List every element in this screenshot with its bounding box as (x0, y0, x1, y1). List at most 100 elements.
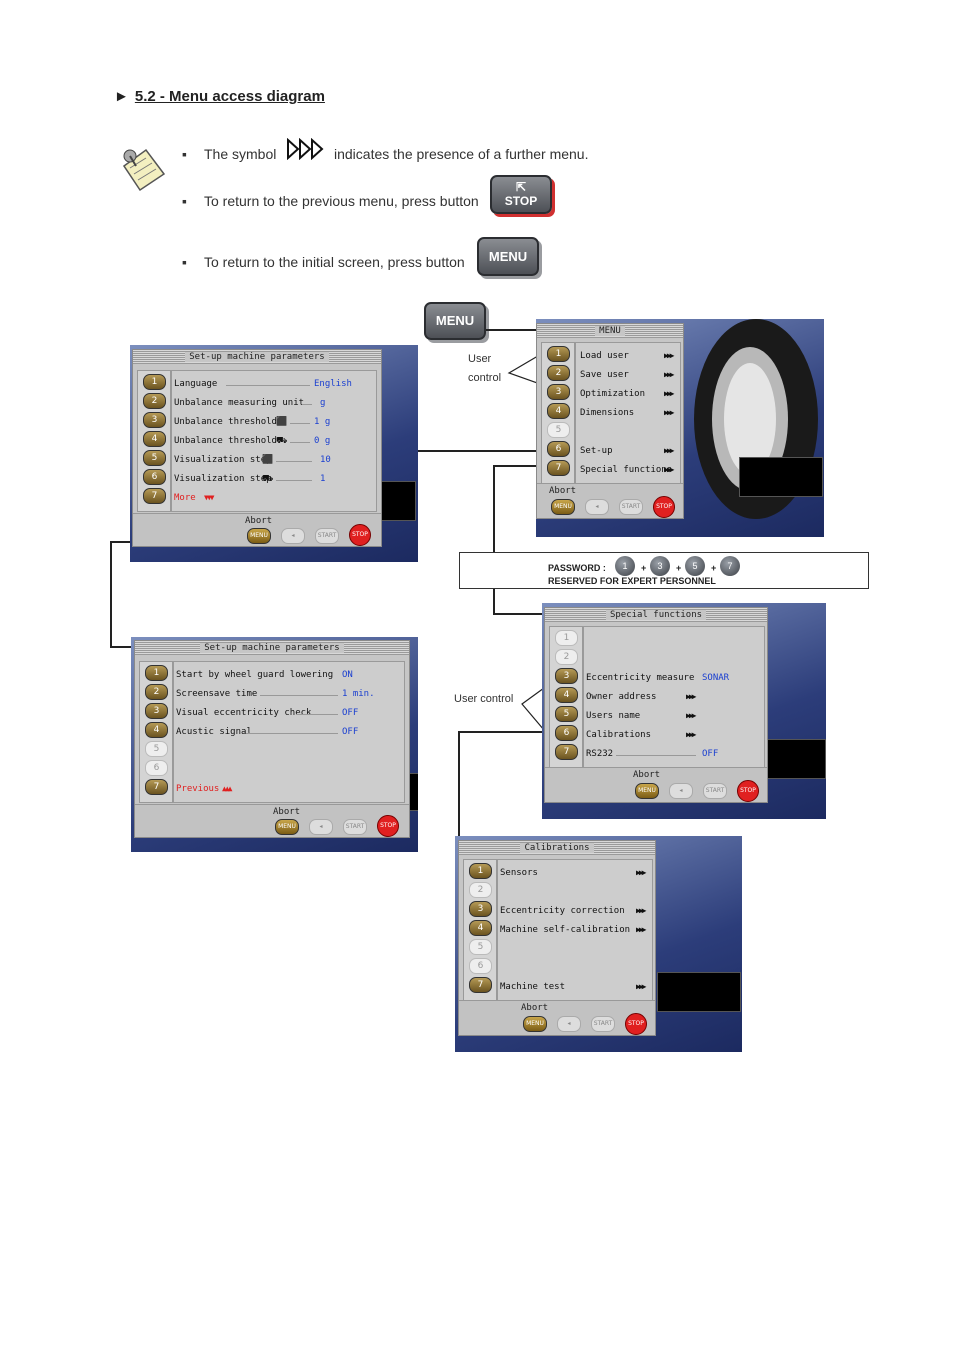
number-key[interactable]: 6 (555, 725, 578, 741)
arrow-key[interactable]: ◂ (557, 1016, 581, 1032)
special-users-name[interactable]: Users name▶▶▶ (586, 711, 697, 721)
number-key[interactable]: 4 (143, 431, 166, 447)
calib-machine-test[interactable]: Machine test▶▶▶ (500, 982, 647, 992)
panel-title: MENU (537, 324, 683, 338)
stop-key[interactable]: STOP (653, 496, 675, 518)
stop-key[interactable]: STOP (349, 524, 371, 546)
setting-visualization-step-1[interactable]: Visualization step⬛10 (174, 455, 331, 465)
number-key[interactable]: 3 (555, 668, 578, 684)
setting-visualization-step-2[interactable]: Visualization step⛟1 (174, 474, 326, 484)
setting-unbalance-threshold-2[interactable]: Unbalance threshold⛟0 g (174, 436, 331, 446)
number-column: 1 2 3 4 5 6 7 (541, 342, 575, 484)
number-key[interactable]: 1 (469, 863, 492, 879)
number-column: 1 2 3 4 5 6 7 (139, 661, 173, 803)
special-calibrations[interactable]: Calibrations▶▶▶ (586, 730, 697, 740)
number-key[interactable]: 1 (143, 374, 166, 390)
stop-key[interactable]: STOP (625, 1013, 647, 1035)
number-key[interactable]: 5 (555, 706, 578, 722)
menu-item-optimization[interactable]: Optimization▶▶▶ (580, 389, 675, 399)
setting-previous[interactable]: Previous▲▲▲ (176, 784, 233, 794)
number-key: 6 (145, 760, 168, 776)
number-key[interactable]: 6 (547, 441, 570, 457)
number-key[interactable]: 4 (145, 722, 168, 738)
calib-eccentricity-correction[interactable]: Eccentricity correction▶▶▶ (500, 906, 647, 916)
display-box (380, 481, 416, 521)
further-menu-arrow-icon: ▶▶▶ (664, 389, 675, 398)
setup-panel: Set-up machine parameters 1 2 3 4 5 6 7 … (134, 640, 410, 838)
panel-footer: Abort MENU ◂ START STOP (537, 483, 683, 518)
number-key[interactable]: 2 (145, 684, 168, 700)
connector (493, 613, 543, 615)
menu-item-save-user[interactable]: Save user▶▶▶ (580, 370, 675, 380)
setting-more[interactable]: More▼▼▼ (174, 493, 215, 503)
down-arrows-icon: ▼▼▼ (204, 493, 215, 502)
arrow-key[interactable]: ◂ (281, 528, 305, 544)
calib-sensors[interactable]: Sensors▶▶▶ (500, 868, 647, 878)
plus: + (711, 563, 717, 573)
up-arrows-icon: ▲▲▲ (222, 784, 233, 793)
number-key[interactable]: 6 (143, 469, 166, 485)
menu-key[interactable]: MENU (523, 1016, 547, 1032)
menu-key[interactable]: MENU (551, 499, 575, 515)
arrow-key[interactable]: ◂ (585, 499, 609, 515)
number-key[interactable]: 3 (143, 412, 166, 428)
start-key[interactable]: START (703, 783, 727, 799)
number-key[interactable]: 5 (143, 450, 166, 466)
special-panel: Special functions 1 2 3 4 5 6 7 Eccentri… (544, 607, 768, 803)
password-digit: 7 (720, 556, 740, 576)
number-key[interactable]: 7 (555, 744, 578, 760)
further-menu-arrow-icon: ▶▶▶ (636, 906, 647, 915)
number-column: 1 2 3 4 5 6 7 (463, 859, 497, 1001)
special-owner-address[interactable]: Owner address▶▶▶ (586, 692, 697, 702)
number-key[interactable]: 1 (145, 665, 168, 681)
stop-key[interactable]: STOP (737, 780, 759, 802)
number-key[interactable]: 7 (469, 977, 492, 993)
menu-item-load-user[interactable]: Load user▶▶▶ (580, 351, 675, 361)
menu-item-dimensions[interactable]: Dimensions▶▶▶ (580, 408, 675, 418)
number-key[interactable]: 7 (145, 779, 168, 795)
password-digit: 1 (615, 556, 635, 576)
section-heading: ►5.2 - Menu access diagram (114, 88, 325, 105)
start-key[interactable]: START (591, 1016, 615, 1032)
setting-unbalance-threshold-1[interactable]: Unbalance threshold⬛1 g (174, 417, 331, 427)
number-key[interactable]: 2 (143, 393, 166, 409)
number-key[interactable]: 7 (547, 460, 570, 476)
number-key: 2 (555, 649, 578, 665)
number-key[interactable]: 2 (547, 365, 570, 381)
number-key[interactable]: 4 (547, 403, 570, 419)
number-key[interactable]: 4 (555, 687, 578, 703)
calib-machine-self-calibration[interactable]: Machine self-calibration▶▶▶ (500, 925, 647, 935)
number-key[interactable]: 7 (143, 488, 166, 504)
menu-key[interactable]: MENU (275, 819, 299, 835)
number-key[interactable]: 3 (469, 901, 492, 917)
start-key[interactable]: START (315, 528, 339, 544)
connector (486, 329, 538, 331)
menu-item-set-up[interactable]: Set-up▶▶▶ (580, 446, 675, 456)
start-key[interactable]: START (619, 499, 643, 515)
arrow-key[interactable]: ◂ (669, 783, 693, 799)
number-key[interactable]: 3 (145, 703, 168, 719)
menu-key[interactable]: MENU (635, 783, 659, 799)
calibrations-list: Sensors▶▶▶ Eccentricity correction▶▶▶ Ma… (497, 859, 653, 1001)
arrow-key[interactable]: ◂ (309, 819, 333, 835)
start-key[interactable]: START (343, 819, 367, 835)
further-menu-arrow-icon: ▶▶▶ (686, 711, 697, 720)
further-menu-arrow-icon: ▶▶▶ (636, 868, 647, 877)
number-key[interactable]: 1 (547, 346, 570, 362)
menu-item-special-functions[interactable]: Special functions▶▶▶ (580, 465, 675, 475)
display-box (766, 739, 826, 779)
menu-key[interactable]: MENU (247, 528, 271, 544)
number-key[interactable]: 3 (547, 384, 570, 400)
panel-footer: Abort MENU ◂ START STOP (135, 804, 409, 837)
number-key: 6 (469, 958, 492, 974)
number-key[interactable]: 4 (469, 920, 492, 936)
stop-key[interactable]: STOP (377, 815, 399, 837)
